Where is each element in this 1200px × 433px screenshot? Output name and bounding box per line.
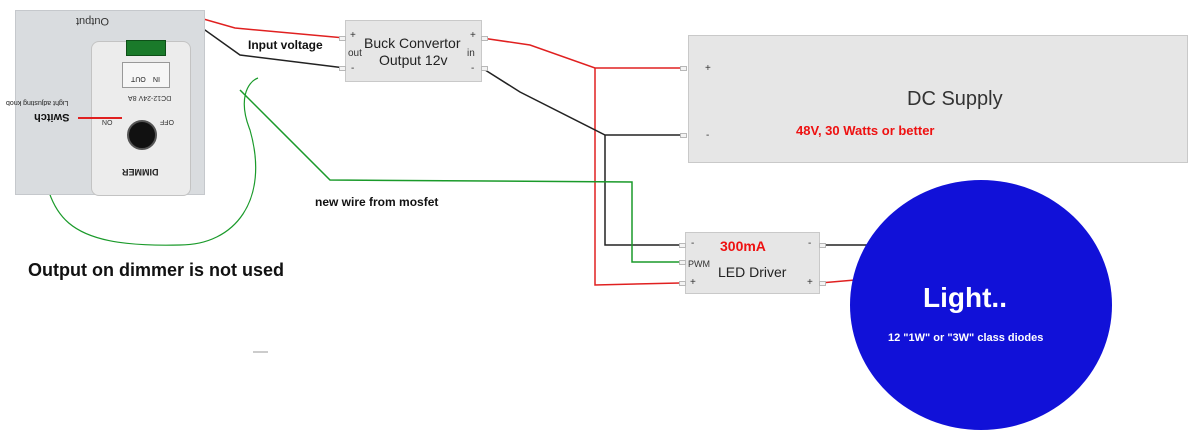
dimmer-title-label: DIMMER bbox=[122, 167, 159, 177]
dimmer-output-label: Output bbox=[76, 15, 110, 27]
dimmer-model-label: DC12-24V 8A bbox=[128, 94, 172, 101]
light-circle: Light.. 12 "1W" or "3W" class diodes bbox=[850, 180, 1112, 430]
terminal-in-label: IN bbox=[153, 75, 160, 82]
buck-title-line1: Buck Convertor bbox=[364, 35, 461, 51]
new-wire-label: new wire from mosfet bbox=[315, 195, 439, 209]
buck-in-label: in bbox=[467, 48, 475, 59]
buck-out-plus-pin bbox=[339, 36, 346, 41]
dimmer-knob-label: Light adjusting knob bbox=[6, 99, 69, 106]
led-driver-title: LED Driver bbox=[718, 264, 787, 280]
red-wire-supply-to-driver bbox=[594, 68, 681, 286]
dc-supply-spec: 48V, 30 Watts or better bbox=[796, 123, 935, 138]
dimmer-on-label: ON bbox=[102, 118, 113, 125]
red-wire-buck-to-supply bbox=[481, 37, 680, 69]
black-wire-supply-to-driver bbox=[604, 135, 680, 246]
buck-converter-box: Buck Convertor Output 12v out in + - + - bbox=[345, 20, 482, 82]
dimmer-off-label: OFF bbox=[160, 118, 174, 125]
led-driver-out-plus-pin bbox=[819, 281, 826, 286]
dc-supply-minus: - bbox=[706, 130, 710, 141]
led-driver-in-plus: + bbox=[690, 277, 696, 288]
dc-supply-title: DC Supply bbox=[907, 88, 1003, 110]
buck-out-plus: + bbox=[350, 30, 356, 41]
buck-out-label: out bbox=[348, 48, 362, 59]
light-subtitle: 12 "1W" or "3W" class diodes bbox=[888, 332, 1044, 344]
terminal-block bbox=[126, 40, 166, 56]
black-wire-buck-to-supply bbox=[481, 67, 680, 136]
terminal-label-panel: IN OUT bbox=[122, 62, 170, 88]
led-driver-in-minus-pin bbox=[679, 243, 686, 248]
dimmer-note-label: Output on dimmer is not used bbox=[28, 260, 284, 280]
switch-pointer bbox=[78, 117, 122, 119]
led-driver-pwm-pin bbox=[679, 260, 686, 265]
input-voltage-label: Input voltage bbox=[248, 38, 323, 52]
buck-in-minus-pin bbox=[481, 66, 488, 71]
buck-out-minus-pin bbox=[339, 66, 346, 71]
buck-title-line2: Output 12v bbox=[379, 52, 448, 68]
terminal-out-label: OUT bbox=[131, 75, 146, 82]
dimmer-knob[interactable] bbox=[127, 120, 157, 150]
dc-supply-box: DC Supply 48V, 30 Watts or better + - bbox=[688, 35, 1188, 163]
led-driver-out-minus-pin bbox=[819, 243, 826, 248]
dc-supply-plus-pin bbox=[680, 66, 687, 71]
dimmer-switch-label: Switch bbox=[34, 111, 70, 123]
buck-out-minus: - bbox=[351, 63, 355, 74]
buck-in-plus-pin bbox=[481, 36, 488, 41]
led-driver-box: 300mA LED Driver PWM - + - + bbox=[685, 232, 820, 294]
led-driver-out-minus: - bbox=[808, 238, 812, 249]
led-driver-in-plus-pin bbox=[679, 281, 686, 286]
led-driver-pwm: PWM bbox=[688, 259, 710, 269]
green-wire-mosfet bbox=[239, 89, 680, 263]
light-title: Light.. bbox=[923, 282, 1007, 313]
buck-in-minus: - bbox=[471, 63, 475, 74]
led-driver-in-minus: - bbox=[691, 238, 695, 249]
dimmer-photo: Output IN OUT DC12-24V 8A OFF ON DIMMER … bbox=[6, 10, 205, 196]
dc-supply-minus-pin bbox=[680, 133, 687, 138]
led-driver-current: 300mA bbox=[720, 238, 766, 254]
buck-in-plus: + bbox=[470, 30, 476, 41]
dc-supply-plus: + bbox=[705, 63, 711, 74]
led-driver-out-plus: + bbox=[807, 277, 813, 288]
